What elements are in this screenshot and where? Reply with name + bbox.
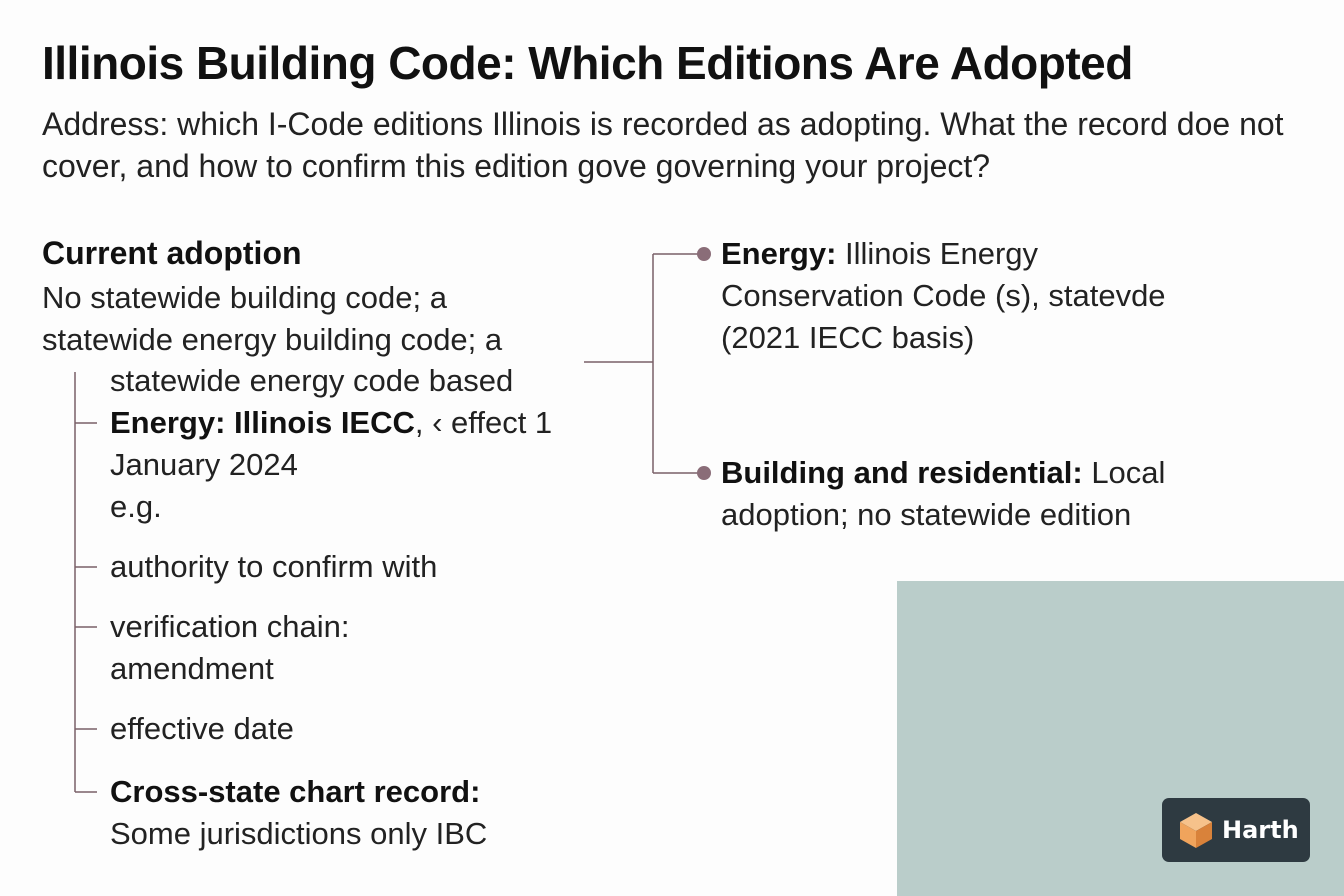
page-subtitle: Address: which I-Code editions Illinois … <box>42 106 1284 184</box>
energy-node-label: Energy: <box>721 236 837 271</box>
page-title: Illinois Building Code: Which Editions A… <box>42 37 1133 89</box>
eg-item: e.g. <box>110 489 162 524</box>
building-node: Building and residential: Local adoption… <box>721 452 1191 536</box>
energy-bullet <box>697 247 711 261</box>
cross-state-item: Cross-state chart record: Some jurisdict… <box>110 771 550 855</box>
cube-icon <box>1180 813 1212 848</box>
cross-state-label: Cross-state chart record: <box>110 774 481 809</box>
energy-code-based-item: statewide energy code based <box>110 363 514 398</box>
energy-illinois-text: , ‹ effect 1 January 2024 <box>110 405 553 482</box>
verification-item: verification chain: amendment <box>110 609 350 686</box>
effective-date-item: effective date <box>110 711 294 746</box>
energy-node-text: Illinois Energy Conservation Code (s), s… <box>721 236 1166 355</box>
energy-illinois-item: Energy: Illinois IECC, ‹ effect 1 Januar… <box>110 402 580 486</box>
energy-node: Energy: Illinois Energy Conservation Cod… <box>721 233 1221 359</box>
building-node-text: Local adoption; no statewide edition <box>721 455 1166 532</box>
energy-illinois-label: Energy: Illinois IECC <box>110 405 415 440</box>
logo-text: Harth <box>1222 816 1299 844</box>
authority-item: authority to confirm with <box>110 549 438 584</box>
building-bullet <box>697 466 711 480</box>
building-node-label: Building and residential: <box>721 455 1083 490</box>
harth-logo: Harth <box>1162 798 1310 862</box>
current-adoption-description: No statewide building code; a statewide … <box>42 280 503 357</box>
cross-state-text: Some jurisdictions only IBC <box>110 816 488 851</box>
current-adoption-heading: Current adoption <box>42 235 302 271</box>
